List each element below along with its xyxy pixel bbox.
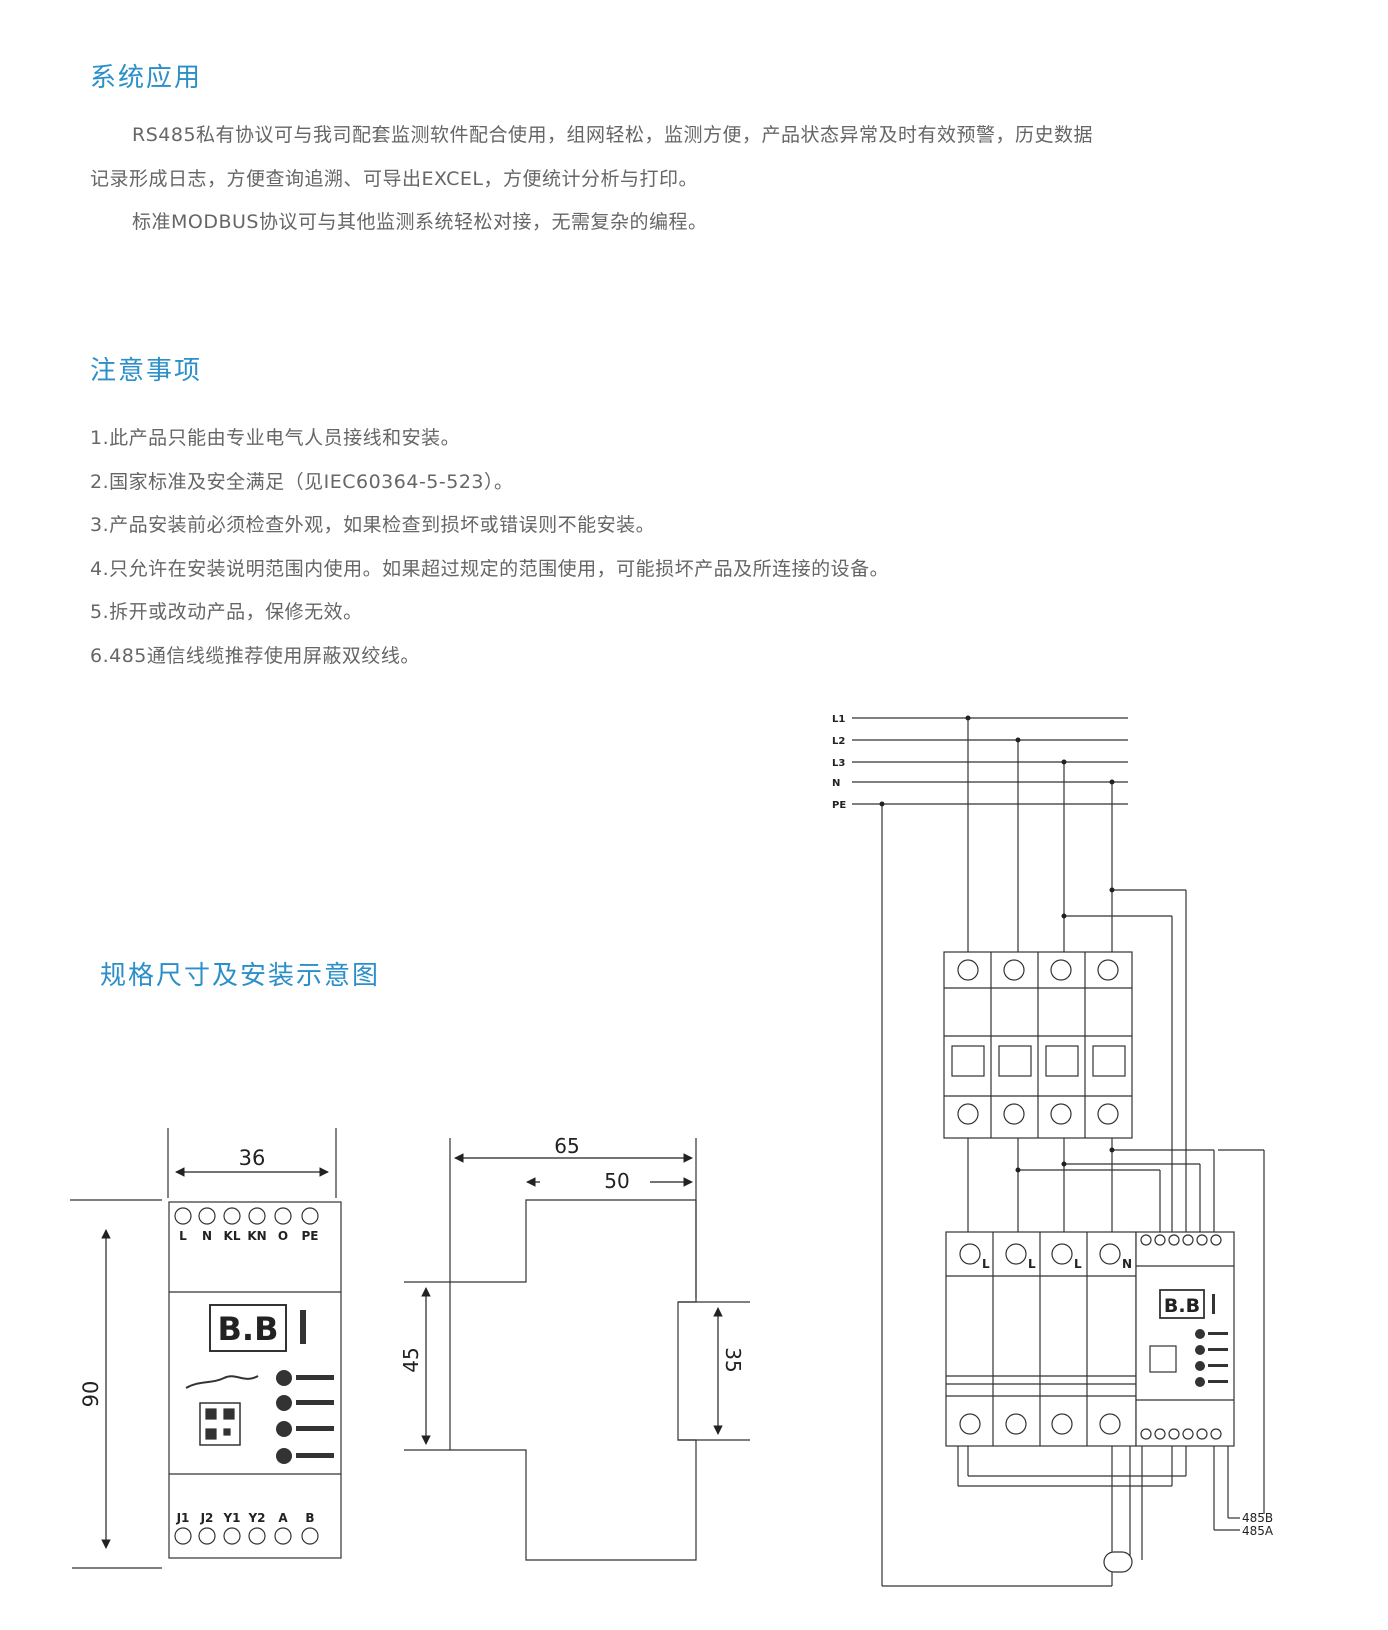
height-dimension-label: 90	[79, 1381, 103, 1408]
spd-label-n: N	[1122, 1257, 1132, 1271]
front-view-indicators	[276, 1310, 334, 1464]
paragraph-line: 记录形成日志，方便查询追溯、可导出EXCEL，方便统计分析与打印。	[90, 168, 698, 190]
terminal-label-y1: Y1	[222, 1511, 240, 1525]
terminal-label-l: L	[179, 1229, 187, 1243]
note-item-4: 4.只允许在安装说明范围内使用。如果超过规定的范围使用，可能损坏产品及所连接的设…	[90, 558, 890, 580]
terminal-label-o: O	[278, 1229, 288, 1243]
section-title-notes: 注意事项	[90, 356, 203, 386]
rs485-a-label: 485A	[1242, 1524, 1274, 1538]
spd-module	[945, 1231, 1137, 1447]
note-item-2: 2.国家标准及安全满足（见IEC60364-5-523）。	[90, 471, 514, 493]
line-label-n: N	[832, 778, 840, 789]
side-dimension-50: 50	[604, 1169, 629, 1193]
rs485-b-label: 485B	[1242, 1511, 1273, 1525]
line-label-l3: L3	[832, 758, 845, 769]
paragraph-line: 标准MODBUS协议可与其他监测系统轻松对接，无需复杂的编程。	[132, 211, 708, 233]
note-item-6: 6.485通信线缆推荐使用屏蔽双绞线。	[90, 645, 420, 667]
terminal-label-pe: PE	[302, 1229, 319, 1243]
terminal-label-y2: Y2	[247, 1511, 265, 1525]
front-top-terminal-labels: L N KL KN O PE	[179, 1229, 318, 1243]
side-dimension-35: 35	[721, 1347, 745, 1372]
front-bottom-terminal-labels: J1 J2 Y1 Y2 A B	[176, 1511, 315, 1525]
paragraph-line: RS485私有协议可与我司配套监测软件配合使用，组网轻松，监测方便，产品状态异常…	[132, 124, 1094, 146]
note-item-3: 3.产品安装前必须检查外观，如果检查到损坏或错误则不能安装。	[90, 514, 656, 536]
terminal-label-j1: J1	[176, 1511, 190, 1525]
terminal-label-j2: J2	[200, 1511, 214, 1525]
monitor-indicators	[1195, 1294, 1228, 1387]
wiring-bus-lines	[852, 717, 1265, 1587]
side-dimension-65: 65	[554, 1134, 579, 1158]
circuit-breaker	[943, 951, 1133, 1139]
wiring-junction-dots	[879, 715, 1115, 1173]
front-display-digits: B.B	[218, 1310, 279, 1348]
terminal-label-kl: KL	[224, 1229, 241, 1243]
monitor-display-digits: B.B	[1164, 1295, 1200, 1317]
spd-labels: L L L N	[982, 1257, 1132, 1271]
rs485-labels: 485B 485A	[1242, 1511, 1274, 1538]
line-label-l2: L2	[832, 736, 845, 747]
spd-label-l1: L	[982, 1257, 990, 1271]
section-title-system-application: 系统应用	[90, 63, 203, 93]
line-label-pe: PE	[832, 800, 846, 811]
side-view-drawing	[404, 1138, 750, 1561]
line-label-l1: L1	[832, 714, 845, 725]
spd-label-l3: L	[1074, 1257, 1082, 1271]
bus-line-labels: L1 L2 L3 N PE	[832, 714, 846, 811]
spd-label-l2: L	[1028, 1257, 1036, 1271]
section-title-dimensions: 规格尺寸及安装示意图	[100, 961, 381, 991]
note-item-1: 1.此产品只能由专业电气人员接线和安装。	[90, 427, 461, 449]
ground-terminal	[1103, 1551, 1133, 1573]
note-item-5: 5.拆开或改动产品，保修无效。	[90, 601, 363, 623]
width-dimension-label: 36	[239, 1146, 266, 1170]
logo-signature	[185, 1375, 259, 1389]
front-view-drawing	[70, 1128, 342, 1569]
side-view-cover	[540, 1170, 650, 1190]
terminal-label-kn: KN	[247, 1229, 266, 1243]
terminal-label-b: B	[305, 1511, 314, 1525]
side-dimension-45: 45	[399, 1347, 423, 1372]
monitor-module	[1135, 1231, 1235, 1447]
terminal-label-n: N	[202, 1229, 212, 1243]
terminal-label-a: A	[278, 1511, 288, 1525]
